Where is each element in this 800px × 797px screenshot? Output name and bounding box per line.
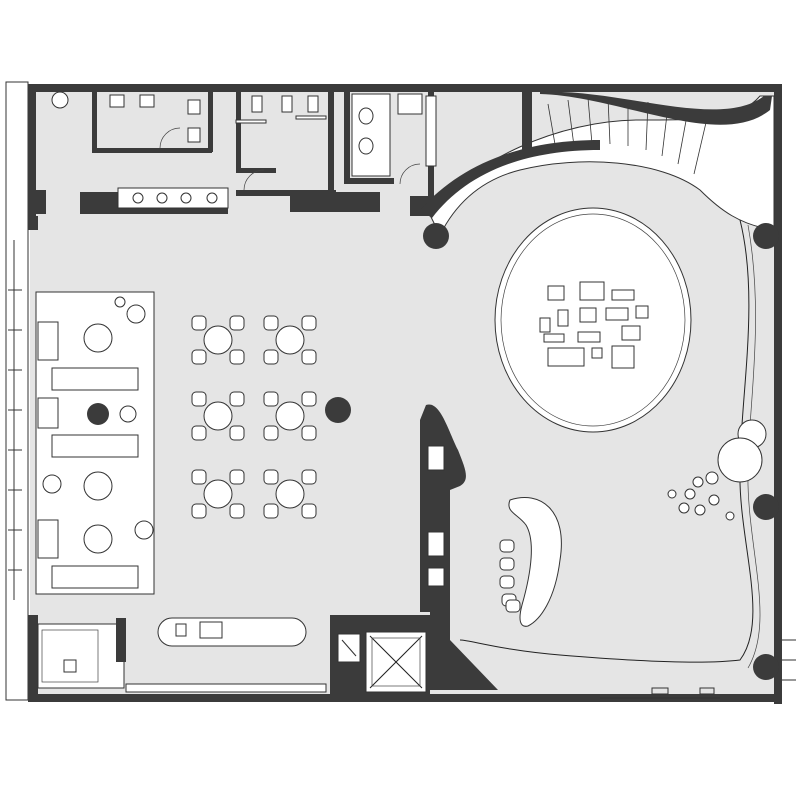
- dining-table-set: [263, 391, 317, 441]
- floor-boundary-curve: [459, 219, 754, 663]
- bar-stools: [499, 539, 521, 613]
- dining-table-set: [191, 315, 245, 365]
- dining-table-set: [263, 315, 317, 365]
- sink-icons: [132, 192, 218, 204]
- elevator-lobby-details: [337, 633, 361, 663]
- shelf-unit: [425, 95, 437, 167]
- kitchenette-inner: [41, 629, 99, 683]
- partition: [295, 115, 327, 120]
- cabinet: [397, 93, 423, 115]
- toilet: [307, 95, 319, 113]
- lounge-chairs: [42, 296, 154, 540]
- storage-room: [351, 93, 391, 177]
- stair-outer-wall: [522, 92, 532, 150]
- dining-table-set: [191, 391, 245, 441]
- toilet: [187, 99, 201, 115]
- kitchen-wall: [116, 618, 126, 662]
- bar-counter: [508, 497, 562, 627]
- round-tables-cluster: [667, 419, 767, 521]
- dining-table-set: [191, 469, 245, 519]
- plant-icon: [51, 91, 69, 109]
- vanity-counter: [117, 187, 229, 209]
- counter-sink: [199, 621, 223, 639]
- kitchenette: [37, 623, 125, 689]
- curved-stair: [429, 95, 775, 237]
- lounge-tables: [83, 323, 137, 554]
- toilet-stall: [109, 94, 125, 108]
- kitchen-fixture: [63, 659, 77, 673]
- entry-door-details: [600, 639, 796, 699]
- lounge-sofas: [37, 321, 139, 589]
- partition: [235, 119, 267, 124]
- elevator-frame: [371, 637, 421, 687]
- restroom-fixtures: [51, 91, 421, 191]
- door-swing: [399, 163, 421, 185]
- oval-feature-inner: [500, 213, 686, 427]
- stool-icon: [358, 137, 374, 155]
- service-counters: [427, 445, 445, 587]
- elevator-cross: [369, 635, 423, 689]
- toilet-stall: [139, 94, 155, 108]
- stair-rail: [540, 91, 772, 125]
- door-swing: [243, 169, 265, 191]
- toilet: [251, 95, 263, 113]
- stool-icon: [358, 107, 374, 125]
- door-swing: [159, 127, 181, 149]
- toilet: [187, 127, 201, 143]
- columns: [28, 190, 779, 680]
- service-counter: [157, 617, 307, 647]
- feature-blocks: [539, 281, 649, 369]
- toilet: [281, 95, 293, 113]
- stair-wall: [420, 140, 600, 218]
- left-glazing-ticks: [8, 289, 22, 571]
- service-wall: [420, 404, 498, 690]
- left-glazing: [5, 81, 29, 701]
- bottom-wall-segment: [125, 683, 327, 693]
- dining-table-set: [263, 469, 317, 519]
- counter-sink: [175, 623, 187, 637]
